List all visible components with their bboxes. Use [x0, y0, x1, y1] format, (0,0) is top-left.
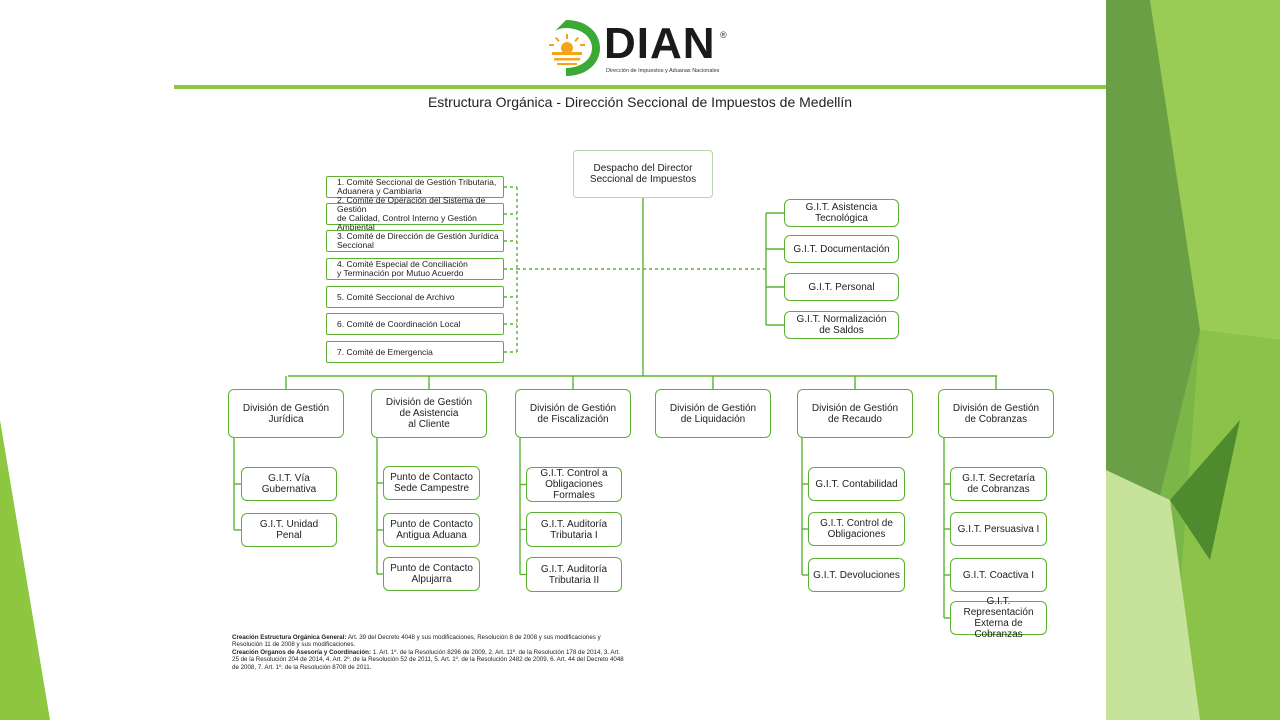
dian-logo-icon [549, 20, 600, 76]
unit-box-3-3: G.I.T. Auditoría Tributaria II [526, 557, 622, 592]
unit-box-2-1: Punto de Contacto Sede Campestre [383, 466, 480, 500]
unit-box-6-1: G.I.T. Secretaría de Cobranzas [950, 467, 1047, 501]
unit-box-6-3: G.I.T. Coactiva I [950, 558, 1047, 592]
logo-wordmark: DIAN [604, 19, 716, 68]
division-box-4: División de Gestión de Liquidación [655, 389, 771, 438]
unit-box-2-3: Punto de Contacto Alpujarra [383, 557, 480, 591]
committee-box-6: 6. Comité de Coordinación Local [326, 313, 504, 335]
footnote-organs-text: 1. Art. 1º. de la Resolución 8296 de 200… [232, 648, 624, 671]
unit-box-5-3: G.I.T. Devoluciones [808, 558, 905, 592]
logo-registered-mark: ® [720, 30, 727, 40]
division-box-6: División de Gestión de Cobranzas [938, 389, 1054, 438]
unit-box-2-2: Punto de Contacto Antigua Aduana [383, 513, 480, 547]
staff-unit-box-1: G.I.T. Asistencia Tecnológica [784, 199, 899, 227]
footnote-general-text: Art. 39 del Decreto 4048 y sus modificac… [232, 634, 601, 649]
division-box-5: División de Gestión de Recaudo [797, 389, 913, 438]
unit-box-5-2: G.I.T. Control de Obligaciones [808, 512, 905, 546]
left-green-shape [0, 420, 50, 720]
unit-box-1-1: G.I.T. Vía Gubernativa [241, 467, 337, 501]
footnote-general: Creación Estructura Orgánica General: Ar… [232, 634, 624, 649]
committee-box-4: 4. Comité Especial de Conciliación y Ter… [326, 258, 504, 280]
division-box-1: División de Gestión Jurídica [228, 389, 344, 438]
committee-box-7: 7. Comité de Emergencia [326, 341, 504, 363]
committee-box-2: 2. Comité de Operación del Sistema de Ge… [326, 196, 504, 232]
right-facet-2 [1150, 0, 1280, 340]
footnote-organs-label: Creación Organos de Asesoría y Coordinac… [232, 648, 372, 656]
right-facet-3 [1170, 330, 1280, 720]
staff-unit-box-2: G.I.T. Documentación [784, 235, 899, 263]
right-facet-4 [1106, 470, 1200, 720]
division-box-2: División de Gestión de Asistencia al Cli… [371, 389, 487, 438]
footnotes: Creación Estructura Orgánica General: Ar… [232, 634, 624, 671]
staff-unit-box-4: G.I.T. Normalización de Saldos [784, 311, 899, 339]
unit-box-6-2: G.I.T. Persuasiva I [950, 512, 1047, 546]
unit-box-3-1: G.I.T. Control a Obligaciones Formales [526, 467, 622, 502]
right-facet-5 [1170, 420, 1240, 560]
committee-box-3: 3. Comité de Dirección de Gestión Jurídi… [326, 230, 504, 252]
unit-box-5-1: G.I.T. Contabilidad [808, 467, 905, 501]
unit-box-3-2: G.I.T. Auditoría Tributaria I [526, 512, 622, 547]
staff-unit-box-3: G.I.T. Personal [784, 273, 899, 301]
director-box: Despacho del Director Seccional de Impue… [573, 150, 713, 198]
page-title: Estructura Orgánica - Dirección Secciona… [427, 94, 853, 110]
unit-box-6-4: G.I.T. Representación Externa de Cobranz… [950, 596, 1047, 640]
footnote-organs: Creación Organos de Asesoría y Coordinac… [232, 649, 624, 671]
unit-box-1-2: G.I.T. Unidad Penal [241, 513, 337, 547]
committee-box-5: 5. Comité Seccional de Archivo [326, 286, 504, 308]
committee-box-1: 1. Comité Seccional de Gestión Tributari… [326, 176, 504, 198]
footnote-general-label: Creación Estructura Orgánica General: [232, 634, 347, 641]
division-box-3: División de Gestión de Fiscalización [515, 389, 631, 438]
logo-subtitle: Dirección de Impuestos y Aduanas Naciona… [606, 68, 720, 74]
